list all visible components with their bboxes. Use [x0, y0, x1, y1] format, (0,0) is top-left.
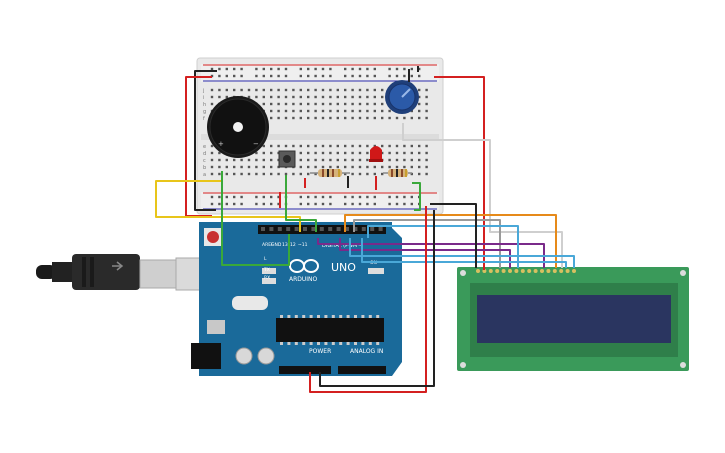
chip-pins [280, 315, 380, 345]
wire-green-button [285, 175, 317, 232]
wire-blue-3 [367, 225, 519, 268]
row-letter: i [203, 95, 204, 101]
wire-black-gnd [319, 210, 435, 387]
arduino-logo-icon [289, 259, 319, 273]
tx-led-label: TX [263, 267, 270, 273]
pin-aref-label: AREF [262, 242, 274, 248]
wire-blue-2 [361, 238, 567, 268]
digital-header-label: DIGITAL (PWM~) [322, 243, 364, 249]
power-header-label: POWER [309, 348, 331, 355]
pin-13-label: 13 [282, 242, 288, 248]
pushbutton-icon[interactable] [278, 150, 296, 168]
wire-black-rail-left [194, 70, 217, 211]
wires[interactable] [155, 66, 575, 393]
row-letter: e [203, 144, 206, 150]
led-icon[interactable] [369, 146, 383, 162]
row-letter: c [203, 158, 206, 164]
arduino-brand-label: ARDUINO [289, 276, 318, 283]
wire-red-power [309, 206, 427, 393]
wire-yellow [155, 180, 301, 232]
resistor-1-icon[interactable] [310, 169, 350, 177]
arduino-uno-board[interactable]: ARDUINO UNO DIGITAL (PWM~) POWER ANALOG … [191, 222, 402, 376]
lcd-16x2-icon[interactable] [457, 267, 689, 371]
rx-led-label: RX [264, 275, 270, 281]
buzzer-icon[interactable]: + − [207, 96, 269, 158]
wire-black-lcd [430, 203, 477, 268]
pin-11-label: ~11 [298, 242, 308, 248]
row-letter: a [203, 172, 206, 178]
svg-text:−: − [253, 140, 259, 148]
wire-green-buzzer [221, 171, 290, 266]
analog-header-label: ANALOG IN [350, 348, 383, 355]
lcd-pin-header[interactable] [476, 269, 576, 273]
row-letter: g [203, 109, 206, 115]
wire-orange [344, 214, 557, 268]
wire-gray-pot [402, 123, 563, 268]
pin-12-label: 12 [290, 242, 296, 248]
row-letter: b [203, 165, 206, 171]
l-led-label: L [264, 256, 267, 262]
row-letter: f [203, 116, 205, 122]
row-letter: j [202, 88, 204, 94]
digital-header[interactable] [261, 227, 383, 231]
resistor-2-icon[interactable] [383, 169, 412, 177]
svg-text:+: + [218, 140, 224, 148]
wire-red-rail-right [434, 76, 485, 270]
wire-green-right [412, 182, 421, 211]
potentiometer-icon[interactable] [385, 69, 419, 114]
arduino-model-label: UNO [331, 261, 356, 274]
row-letter: h [203, 102, 206, 108]
row-letter: d [203, 151, 206, 157]
wire-blue-1 [349, 238, 575, 268]
pin-gnd-label: GND [271, 242, 282, 248]
usb-cable-icon[interactable] [36, 254, 205, 291]
